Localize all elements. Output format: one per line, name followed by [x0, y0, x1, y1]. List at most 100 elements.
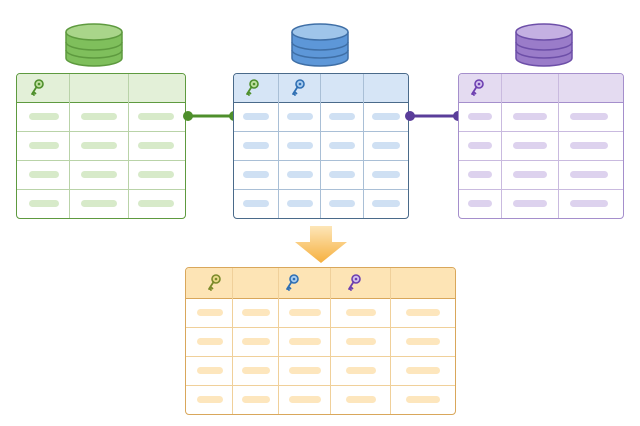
purple-database-icon — [515, 23, 573, 67]
green-connector — [183, 111, 239, 121]
cell-placeholder — [329, 113, 355, 120]
cell-placeholder — [242, 367, 270, 374]
row-divider — [17, 160, 185, 161]
row-divider — [186, 385, 455, 386]
column-divider — [69, 74, 70, 218]
row-divider — [234, 160, 408, 161]
column-divider — [278, 268, 279, 414]
column-divider — [390, 268, 391, 414]
cell-placeholder — [243, 200, 269, 207]
arrow-down-icon — [295, 226, 347, 263]
row-divider — [459, 131, 623, 132]
cell-placeholder — [243, 113, 269, 120]
table-merged — [185, 267, 456, 415]
cell-placeholder — [372, 200, 400, 207]
cell-placeholder — [406, 367, 440, 374]
cell-placeholder — [287, 200, 313, 207]
cell-placeholder — [570, 171, 608, 178]
cell-placeholder — [287, 142, 313, 149]
cell-placeholder — [513, 142, 547, 149]
key-icon — [31, 79, 44, 96]
cell-placeholder — [468, 142, 492, 149]
cell-placeholder — [570, 113, 608, 120]
cell-placeholder — [29, 200, 59, 207]
cell-placeholder — [242, 309, 270, 316]
cell-placeholder — [346, 367, 376, 374]
cell-placeholder — [29, 171, 59, 178]
cell-placeholder — [468, 113, 492, 120]
column-divider — [558, 74, 559, 218]
key-icon — [246, 79, 259, 96]
cell-placeholder — [29, 142, 59, 149]
cell-placeholder — [81, 171, 117, 178]
cell-placeholder — [81, 200, 117, 207]
table-header — [17, 74, 185, 103]
cell-placeholder — [243, 171, 269, 178]
cell-placeholder — [197, 309, 223, 316]
table-header — [234, 74, 408, 103]
table-green — [16, 73, 186, 219]
column-divider — [278, 74, 279, 218]
table-header — [186, 268, 455, 299]
key-icon — [286, 274, 299, 291]
row-divider — [17, 189, 185, 190]
cell-placeholder — [372, 113, 400, 120]
cell-placeholder — [138, 113, 174, 120]
key-icon — [208, 274, 221, 291]
cell-placeholder — [406, 396, 440, 403]
row-divider — [186, 356, 455, 357]
column-divider — [320, 74, 321, 218]
blue-database-icon — [291, 23, 349, 67]
cell-placeholder — [329, 200, 355, 207]
cell-placeholder — [468, 200, 492, 207]
purple-connector — [405, 111, 463, 121]
row-divider — [459, 160, 623, 161]
cell-placeholder — [29, 113, 59, 120]
cell-placeholder — [138, 171, 174, 178]
cell-placeholder — [242, 338, 270, 345]
cell-placeholder — [197, 338, 223, 345]
key-icon — [348, 274, 361, 291]
cell-placeholder — [289, 309, 321, 316]
key-icon — [471, 79, 484, 96]
cell-placeholder — [289, 396, 321, 403]
cell-placeholder — [287, 171, 313, 178]
column-divider — [128, 74, 129, 218]
cell-placeholder — [346, 309, 376, 316]
cell-placeholder — [329, 171, 355, 178]
cell-placeholder — [138, 200, 174, 207]
cell-placeholder — [346, 396, 376, 403]
cell-placeholder — [513, 113, 547, 120]
cell-placeholder — [329, 142, 355, 149]
cell-placeholder — [243, 142, 269, 149]
row-divider — [459, 189, 623, 190]
table-header — [459, 74, 623, 103]
cell-placeholder — [372, 142, 400, 149]
cell-placeholder — [138, 142, 174, 149]
row-divider — [186, 327, 455, 328]
table-blue — [233, 73, 409, 219]
cell-placeholder — [81, 113, 117, 120]
column-divider — [501, 74, 502, 218]
cell-placeholder — [81, 142, 117, 149]
key-icon — [292, 79, 305, 96]
column-divider — [232, 268, 233, 414]
cell-placeholder — [287, 113, 313, 120]
row-divider — [234, 189, 408, 190]
cell-placeholder — [346, 338, 376, 345]
column-divider — [363, 74, 364, 218]
row-divider — [17, 131, 185, 132]
cell-placeholder — [197, 396, 223, 403]
cell-placeholder — [197, 367, 223, 374]
table-purple — [458, 73, 624, 219]
row-divider — [234, 131, 408, 132]
cell-placeholder — [570, 200, 608, 207]
column-divider — [330, 268, 331, 414]
cell-placeholder — [406, 338, 440, 345]
cell-placeholder — [513, 200, 547, 207]
cell-placeholder — [570, 142, 608, 149]
cell-placeholder — [289, 367, 321, 374]
cell-placeholder — [242, 396, 270, 403]
cell-placeholder — [372, 171, 400, 178]
cell-placeholder — [289, 338, 321, 345]
